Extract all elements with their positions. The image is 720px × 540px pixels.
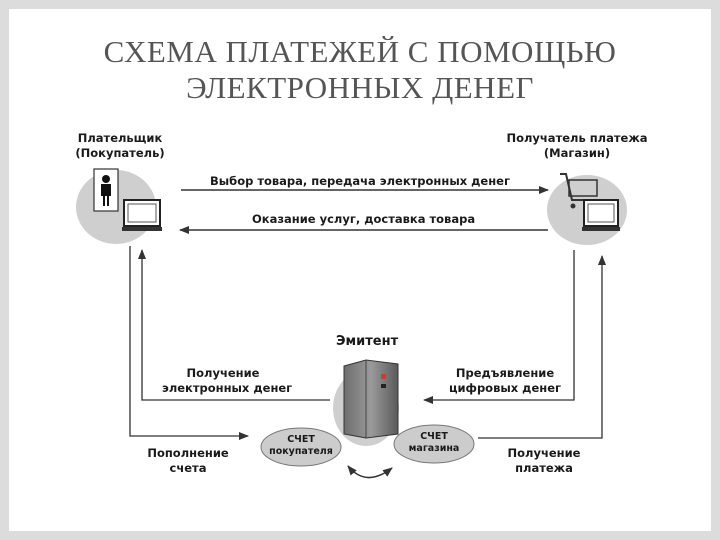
shop-account-line2: магазина	[408, 443, 460, 454]
slide-title: СХЕМА ПЛАТЕЖЕЙ С ПОМОЩЬЮ ЭЛЕКТРОННЫХ ДЕН…	[22, 22, 698, 126]
top-up-line2: счета	[169, 461, 207, 475]
server-icon	[343, 359, 399, 439]
flow-top-label: Выбор товара, передача электронных денег	[210, 174, 510, 188]
recipient-label-line1: Получатель платежа	[506, 131, 648, 145]
recipient-label-line2: (Магазин)	[543, 146, 611, 160]
payer-label-line1: Плательщик	[77, 131, 163, 145]
buyer-account-line1: СЧЕТ	[287, 434, 315, 445]
present-digital-line1: Предъявление	[455, 366, 555, 380]
present-digital-label: Предъявление цифровых денег	[444, 366, 566, 396]
shop-account-line1: СЧЕТ	[420, 431, 448, 442]
person-icon	[93, 168, 119, 212]
receive-emoney-arrow	[138, 249, 330, 401]
receive-payment-line1: Получение	[507, 446, 581, 460]
title-line-1: СХЕМА ПЛАТЕЖЕЙ С ПОМОЩЬЮ	[103, 34, 617, 69]
title-line-2: ЭЛЕКТРОННЫХ ДЕНЕГ	[186, 70, 534, 105]
computer-icon	[122, 199, 162, 231]
payer-node	[76, 168, 162, 244]
receive-payment-arrow	[478, 255, 606, 439]
shop-account-label: СЧЕТ магазина	[399, 431, 469, 455]
issuer-node	[333, 359, 399, 446]
present-digital-arrow	[423, 250, 575, 404]
flow-bottom-label: Оказание услуг, доставка товара	[252, 212, 476, 226]
receive-payment-label: Получение платежа	[496, 446, 592, 476]
diagram-graphics	[76, 168, 627, 479]
issuer-label: Эмитент	[336, 334, 399, 349]
buyer-account-node	[260, 427, 342, 467]
shop-account-node	[393, 424, 475, 464]
account-exchange-arrow-back	[347, 465, 393, 479]
payment-scheme-diagram: Плательщик (Покупатель) Получатель плате…	[66, 126, 656, 508]
receive-emoney-label: Получение электронных денег	[162, 366, 293, 396]
top-up-line1: Пополнение	[147, 446, 229, 460]
recipient-node	[547, 173, 627, 245]
recipient-label: Получатель платежа (Магазин)	[502, 131, 652, 161]
computer-icon	[582, 199, 620, 231]
top-up-arrow	[129, 246, 249, 440]
payer-label-line2: (Покупатель)	[75, 146, 165, 160]
buyer-account-line2: покупателя	[269, 446, 333, 457]
top-up-label: Пополнение счета	[140, 446, 236, 476]
present-digital-line2: цифровых денег	[448, 381, 562, 395]
receive-emoney-line2: электронных денег	[162, 381, 293, 395]
buyer-account-label: СЧЕТ покупателя	[266, 434, 336, 458]
payer-label: Плательщик (Покупатель)	[72, 131, 168, 161]
receive-payment-line2: платежа	[515, 461, 573, 475]
receive-emoney-line1: Получение	[186, 366, 260, 380]
